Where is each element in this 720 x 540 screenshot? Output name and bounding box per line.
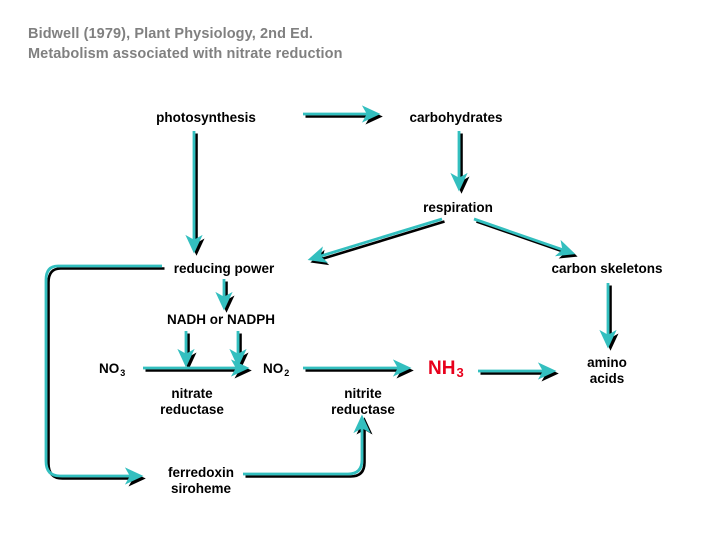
nitrite-reductase-line-1: nitrite	[344, 386, 382, 401]
arrow-shadows	[47, 108, 619, 487]
node-nh3: NH3	[428, 358, 464, 380]
node-respiration: respiration	[423, 200, 493, 215]
edge-ferredoxin-to-nitrite-reductase	[243, 414, 371, 476]
amino-acids-line-1: amino	[587, 355, 627, 370]
nitrate-reductase-line-1: nitrate	[171, 386, 213, 401]
no2-text: NO	[263, 361, 284, 376]
title-line-1: Bidwell (1979), Plant Physiology, 2nd Ed…	[28, 26, 314, 42]
no2-subscript: 2	[284, 368, 290, 378]
edge-respiration-to-reducing-power	[307, 217, 443, 263]
no3-text: NO	[99, 361, 120, 376]
no3-subscript: 3	[120, 368, 126, 378]
node-nadh-or-nadph: NADH or NADPH	[167, 312, 275, 327]
ferredoxin-line-1: ferredoxin	[167, 465, 235, 480]
amino-acids-line-2: acids	[589, 371, 625, 386]
node-nitrate-reductase: nitrate reductase	[160, 386, 224, 418]
nitrite-reductase-line-2: reductase	[331, 402, 395, 417]
node-ferredoxin-siroheme: ferredoxin siroheme	[168, 465, 234, 497]
nh3-subscript: 3	[456, 365, 464, 380]
nitrate-reductase-line-2: reductase	[160, 402, 224, 417]
node-photosynthesis: photosynthesis	[156, 110, 256, 125]
node-carbohydrates: carbohydrates	[409, 110, 503, 125]
node-amino-acids: amino acids	[587, 355, 627, 387]
node-reducing-power: reducing power	[173, 261, 275, 276]
page-title: Bidwell (1979), Plant Physiology, 2nd Ed…	[28, 24, 648, 64]
node-nitrite-reductase: nitrite reductase	[331, 386, 395, 418]
nh3-text: NH	[428, 358, 456, 379]
node-no3: NO3	[99, 361, 125, 378]
ferredoxin-line-2: siroheme	[170, 481, 232, 496]
title-line-2: Metabolism associated with nitrate reduc…	[28, 46, 343, 62]
node-no2: NO2	[263, 361, 289, 378]
edge-respiration-to-carbon-skeletons	[473, 217, 576, 257]
node-carbon-skeletons: carbon skeletons	[551, 261, 663, 276]
arrow-strokes	[44, 105, 617, 485]
